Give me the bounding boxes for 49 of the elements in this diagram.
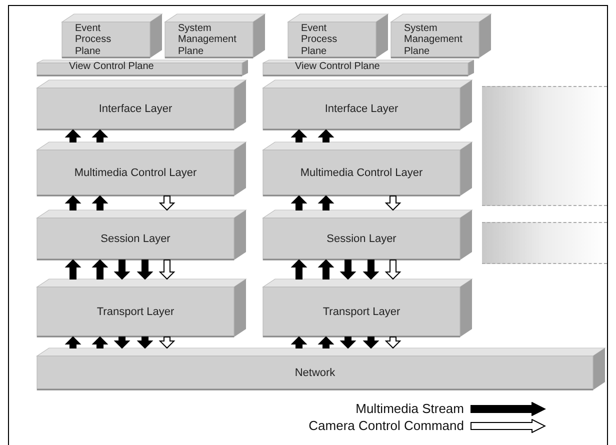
block-arrow [64,195,82,210]
block-arrow [290,195,308,210]
layer-label: Network [294,366,336,380]
block-arrow [136,260,154,280]
block-arrow [158,260,176,280]
block-arrow [318,129,334,142]
layer-label: Multimedia Control Layer [300,166,423,180]
legend-text: Camera Control Command [308,418,464,433]
layer-label: Transport Layer [96,306,174,318]
layer-label: Transport Layer [322,306,400,318]
layer-label: View Control Plane [295,61,380,72]
block-arrow [340,260,356,280]
layer-label: Multimedia Control Layer [74,166,197,180]
block-arrow [158,336,176,349]
layer-label: Session Layer [100,232,170,246]
block-arrow [318,259,334,280]
block-arrow [114,260,130,280]
shaded-band [482,222,607,264]
block-arrow [92,336,108,348]
layer-label: View Control Plane [69,61,154,72]
block-arrow [64,259,82,280]
block-arrow [384,336,402,349]
layer-label: System Management Plane [404,22,464,58]
block-arrow [136,336,154,349]
block-arrow [92,129,108,142]
layer-label: Event Process Plane [301,22,338,58]
block-arrow [290,129,308,142]
block-arrow [362,336,380,349]
layer-label: Interface Layer [324,102,398,116]
block-arrow [362,260,380,280]
layer-label: Interface Layer [98,102,172,116]
block-arrow [158,196,176,211]
layer-label: Session Layer [326,232,396,246]
layer-label: System Management Plane [178,22,238,58]
block-arrow [92,195,108,210]
block-arrow [64,129,82,142]
block-arrow [340,336,356,349]
block-arrow [114,336,130,349]
block-arrow [64,336,82,348]
block-arrow [290,336,308,348]
shaded-band [482,86,607,206]
block-arrow [92,259,108,280]
block-arrow [384,196,402,211]
block-arrow [318,195,334,210]
block-arrow [318,336,334,348]
layer-label: Event Process Plane [75,22,112,58]
block-arrow [384,260,402,280]
block-arrow [290,259,308,280]
legend-text: Multimedia Stream [354,401,464,416]
